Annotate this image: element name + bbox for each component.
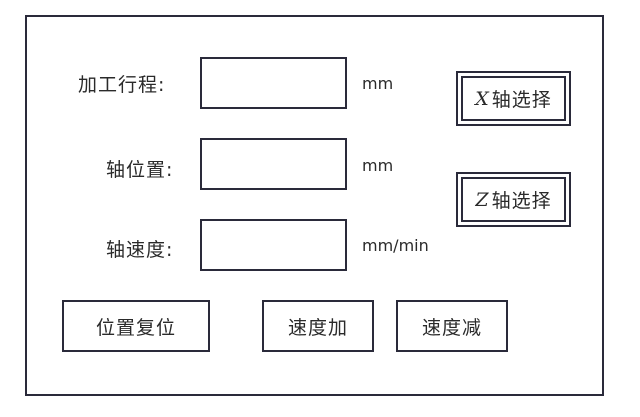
axis-position-label: 轴位置:: [106, 159, 174, 181]
axis-speed-unit: mm/min: [362, 236, 429, 255]
z-axis-select-button[interactable]: Z 轴选择: [456, 172, 571, 227]
speed-up-button[interactable]: 速度加: [262, 300, 374, 352]
x-axis-select-button[interactable]: X 轴选择: [456, 71, 571, 126]
z-axis-select-button-face: Z 轴选择: [461, 177, 566, 222]
axis-position-unit: mm: [362, 156, 394, 175]
axis-speed-field[interactable]: [200, 219, 347, 271]
position-reset-button[interactable]: 位置复位: [62, 300, 210, 352]
z-axis-letter: Z: [475, 188, 490, 211]
x-axis-letter: X: [475, 87, 490, 110]
machining-stroke-label: 加工行程:: [78, 74, 166, 96]
x-axis-select-label: 轴选择: [491, 89, 552, 111]
machining-stroke-field[interactable]: [200, 57, 347, 109]
machining-stroke-unit: mm: [362, 74, 394, 93]
speed-down-button[interactable]: 速度减: [396, 300, 508, 352]
z-axis-select-label: 轴选择: [491, 190, 552, 212]
x-axis-select-button-face: X 轴选择: [461, 76, 566, 121]
axis-position-field[interactable]: [200, 138, 347, 190]
axis-speed-label: 轴速度:: [106, 239, 174, 261]
